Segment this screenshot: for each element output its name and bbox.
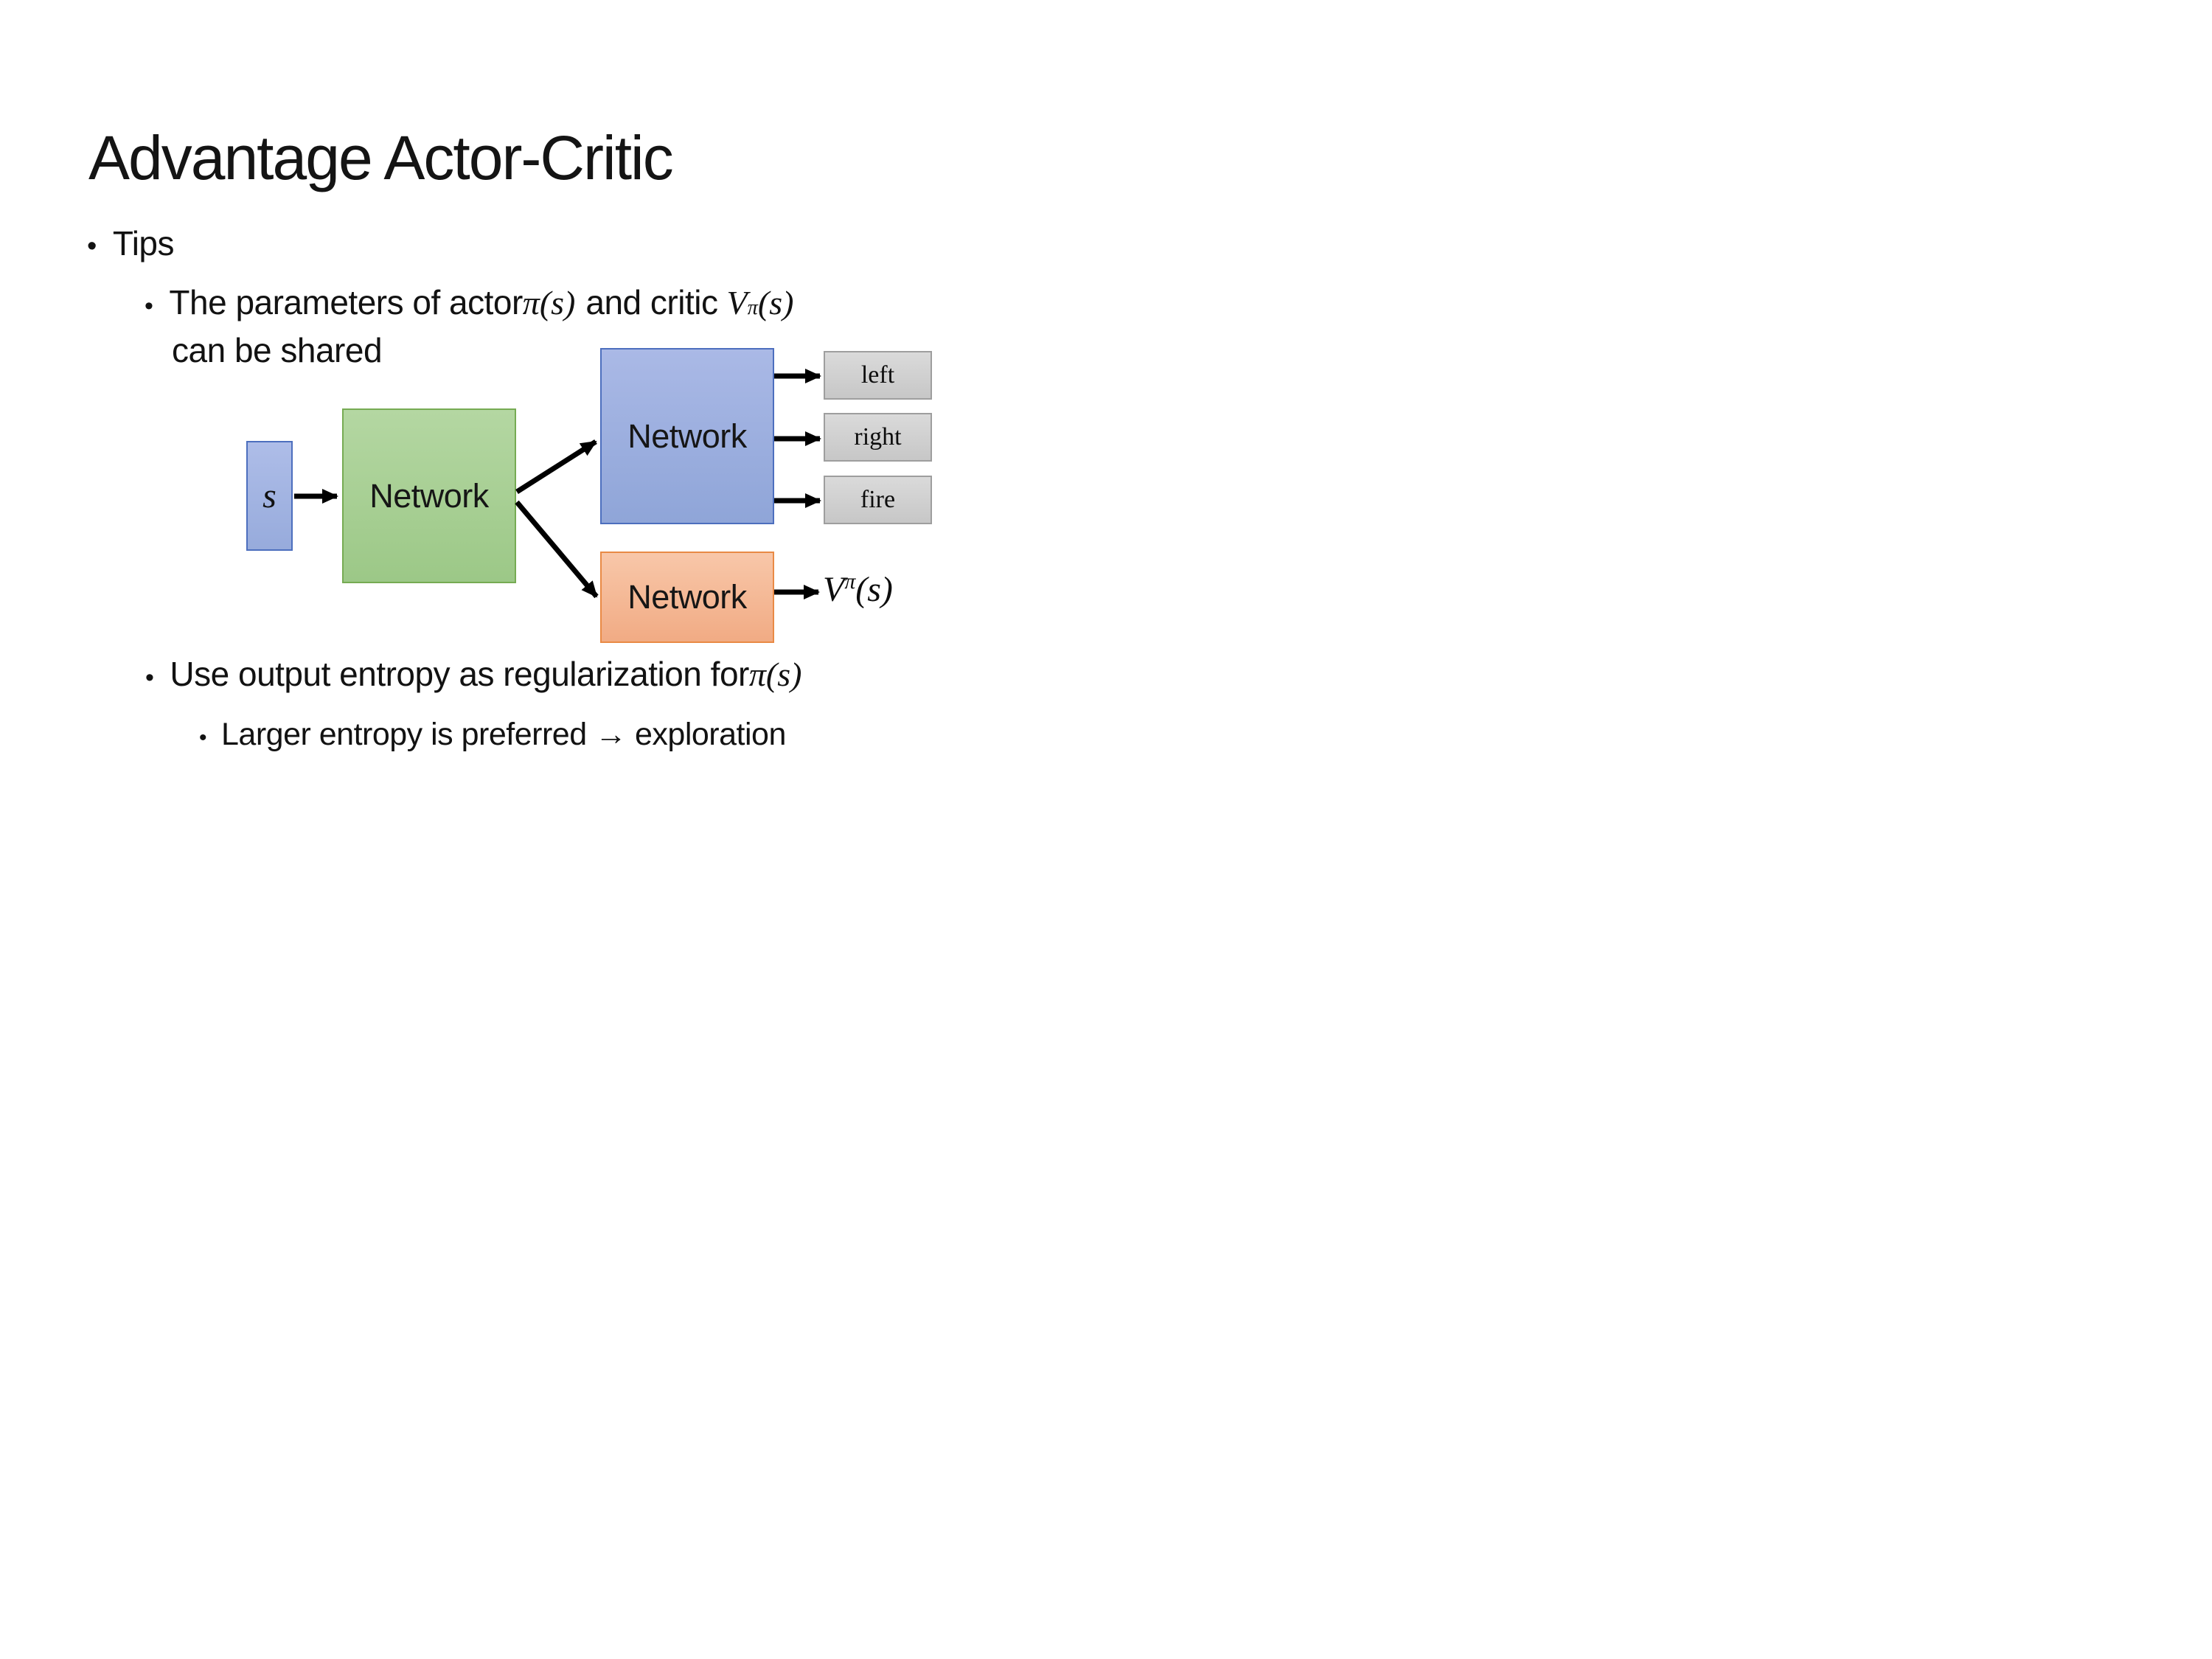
b1-text-1: The parameters of actor xyxy=(169,283,523,321)
action-left-label: left xyxy=(860,361,895,389)
critic-network-label: Network xyxy=(627,578,747,616)
actor-network-label: Network xyxy=(627,417,747,455)
arrow-shared-to-critic-icon xyxy=(515,500,599,599)
page-title: Advantage Actor-Critic xyxy=(88,123,674,193)
action-box-right: right xyxy=(824,413,932,462)
arrow-shared-to-actor-icon xyxy=(515,439,597,494)
action-box-left: left xyxy=(824,351,932,400)
slide: Advantage Actor-Critic • Tips • The para… xyxy=(0,0,1106,830)
bullet-tips: • Tips xyxy=(87,224,175,263)
bullet-dot: • xyxy=(145,292,153,320)
bullet-dot: • xyxy=(199,726,207,750)
bullet-entropy-regularization: • Use output entropy as regularization f… xyxy=(145,655,801,695)
action-fire-label: fire xyxy=(860,486,896,513)
shared-network-label: Network xyxy=(369,476,489,515)
action-box-fire: fire xyxy=(824,476,932,524)
bullet-parameters-shared: • The parameters of actor π(s) and criti… xyxy=(145,283,794,321)
tips-label: Tips xyxy=(112,224,175,262)
bullet-parameters-shared-line2: can be shared xyxy=(172,331,383,370)
state-label: s xyxy=(262,476,276,515)
value-arg-math: (s) xyxy=(757,284,794,321)
actor-network-box: Network xyxy=(600,348,774,524)
shared-network-box: Network xyxy=(342,408,516,583)
action-right-label: right xyxy=(854,423,902,451)
value-v: V xyxy=(823,570,845,609)
critic-value-output: Vπ(s) xyxy=(823,569,893,610)
state-input-box: s xyxy=(246,441,293,551)
b2-text-1: Use output entropy as regularization for xyxy=(170,655,749,693)
bullet-dot: • xyxy=(87,231,97,262)
pi-s-math: π(s) xyxy=(522,284,576,321)
bullet-dot: • xyxy=(145,664,154,692)
b1-line2-text: can be shared xyxy=(172,331,383,369)
value-v-math: V xyxy=(726,284,748,321)
value-arg: (s) xyxy=(855,570,893,609)
value-pi-superscript: π xyxy=(844,569,856,594)
bullet-larger-entropy: • Larger entropy is preferred → explorat… xyxy=(199,717,786,753)
critic-network-box: Network xyxy=(600,552,774,643)
b3-text: Larger entropy is preferred → exploratio… xyxy=(221,717,786,752)
pi-s-math: π(s) xyxy=(748,655,802,693)
b1-text-2: and critic xyxy=(585,283,718,321)
